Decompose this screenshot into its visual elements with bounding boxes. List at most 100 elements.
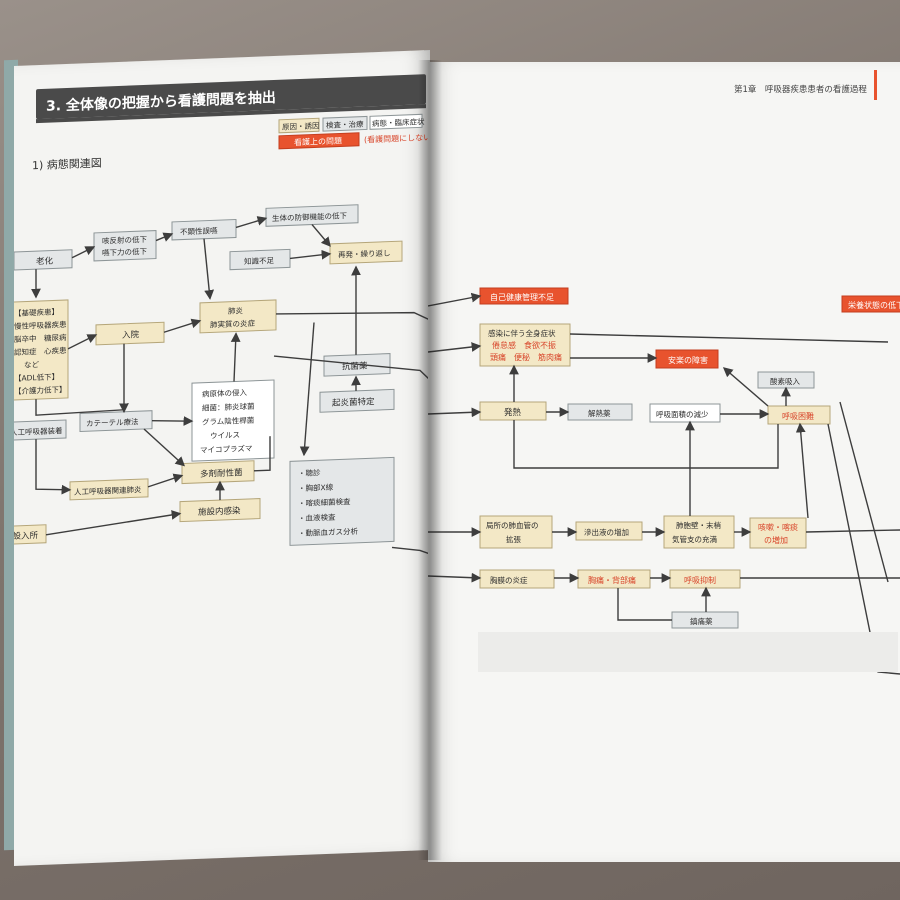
svg-text:頭痛 便秘 筋肉痛: 頭痛 便秘 筋肉痛 <box>490 352 562 362</box>
chapter-header: 第1章 呼吸器疾患患者の看護過程 <box>734 84 867 95</box>
svg-text:酸素吸入: 酸素吸入 <box>770 376 800 386</box>
legend-pathology: 病態・臨床症状 <box>372 116 425 128</box>
left-page: 3. 全体像の把握から看護問題を抽出 原因・誘因 検査・治療 病態・臨床症状 看… <box>0 50 450 866</box>
node-resistant: 多剤耐性菌 <box>181 460 255 485</box>
svg-text:拡張: 拡張 <box>506 534 521 544</box>
svg-text:感染に伴う全身症状: 感染に伴う全身症状 <box>488 328 556 338</box>
svg-text:マイコプラズマ: マイコプラズマ <box>200 443 252 455</box>
node-antipyretic: 解熱薬 <box>567 403 633 421</box>
node-capillary: 局所の肺血管の 拡張 <box>479 515 553 549</box>
legend-nursing-problem: 看護上の問題 <box>294 135 342 147</box>
svg-text:鎮痛薬: 鎮痛薬 <box>690 616 713 626</box>
node-admission: 入院 <box>95 321 165 346</box>
svg-text:呼吸面積の減少: 呼吸面積の減少 <box>656 409 709 419</box>
legend-cause: 原因・誘因 <box>282 120 319 131</box>
svg-text:不顕性誤嚥: 不顕性誤嚥 <box>180 225 218 236</box>
node-vap: 人工呼吸器関連肺炎 <box>69 478 149 501</box>
node-pathogen: 病原体の侵入 細菌：肺炎球菌 グラム陰性桿菌 ウイルス マイコプラズマ <box>191 379 275 462</box>
svg-text:ウイルス: ウイルス <box>210 430 240 440</box>
node-analgesic: 鎮痛薬 <box>671 611 739 629</box>
svg-text:多剤耐性菌: 多剤耐性菌 <box>200 467 242 480</box>
node-tests: ・聴診 ・胸部X線 ・喀痰細菌検査 ・血液検査 ・動脈血ガス分析 <box>289 456 395 546</box>
svg-text:気管支の充満: 気管支の充満 <box>672 534 717 544</box>
node-identify: 起炎菌特定 <box>319 388 395 413</box>
svg-text:抗菌薬: 抗菌薬 <box>342 360 368 372</box>
node-exudate: 滲出液の増加 <box>575 521 643 541</box>
section-banner: 3. 全体像の把握から看護問題を抽出 <box>36 74 426 124</box>
svg-text:【基礎疾患】: 【基礎疾患】 <box>14 306 59 318</box>
node-comfort: 安楽の障害 <box>655 349 719 369</box>
svg-text:滲出液の増加: 滲出液の増加 <box>584 527 629 537</box>
svg-text:生体の防御機能の低下: 生体の防御機能の低下 <box>272 210 347 223</box>
svg-text:病原体の侵入: 病原体の侵入 <box>202 387 247 399</box>
node-recurrence: 再発・繰り返し <box>329 240 403 265</box>
node-nutrition: 栄養状態の低下 <box>841 295 900 313</box>
node-oxygen: 酸素吸入 <box>757 371 815 389</box>
svg-text:慢性呼吸器疾患: 慢性呼吸器疾患 <box>14 319 67 331</box>
right-diagram: .arrow2{stroke:#3d3d3d;stroke-width:1.4;… <box>427 70 900 675</box>
svg-text:入院: 入院 <box>122 329 139 341</box>
svg-text:再発・繰り返し: 再発・繰り返し <box>338 248 390 260</box>
svg-text:脳卒中 糖尿病: 脳卒中 糖尿病 <box>14 332 67 344</box>
svg-text:人工呼吸器装着: 人工呼吸器装着 <box>14 425 62 437</box>
svg-text:知識不足: 知識不足 <box>244 255 274 266</box>
node-cough: 咳嗽・喀痰 の増加 <box>749 517 807 549</box>
node-alveoli: 呼吸面積の減少 <box>649 403 721 423</box>
svg-text:自己健康管理不足: 自己健康管理不足 <box>490 292 554 302</box>
svg-text:など: など <box>24 360 39 370</box>
svg-text:解熱薬: 解熱薬 <box>588 408 611 418</box>
svg-text:咳嗽・喀痰: 咳嗽・喀痰 <box>758 522 798 532</box>
node-reflex: 咳反射の低下 嚥下力の低下 <box>93 230 157 262</box>
svg-text:・喀痰細菌検査: ・喀痰細菌検査 <box>298 496 351 508</box>
svg-text:栄養状態の低下: 栄養状態の低下 <box>848 300 900 310</box>
legend: 原因・誘因 検査・治療 病態・臨床症状 看護上の問題 (看護問題にしないもの) <box>278 113 450 150</box>
svg-text:起炎菌特定: 起炎菌特定 <box>332 396 375 409</box>
node-ventilator: 人工呼吸器装着 <box>3 419 67 441</box>
svg-text:カテーテル療法: カテーテル療法 <box>86 416 139 428</box>
svg-text:肺実質の炎症: 肺実質の炎症 <box>210 318 255 330</box>
svg-text:呼吸困難: 呼吸困難 <box>782 411 814 421</box>
connectors <box>31 216 431 555</box>
chapter-tab <box>874 70 877 100</box>
book-spine <box>418 60 442 860</box>
svg-text:肺炎: 肺炎 <box>228 306 243 316</box>
svg-text:・聴診: ・聴診 <box>298 467 321 478</box>
node-pleuritis: 胸膜の炎症 <box>479 569 555 589</box>
svg-text:倦怠感 食欲不振: 倦怠感 食欲不振 <box>492 340 556 350</box>
node-congestion: 肺胞壁・末梢 気管支の充満 <box>663 515 735 549</box>
svg-text:グラム陰性桿菌: グラム陰性桿菌 <box>202 415 255 427</box>
right-page: .arrow2{stroke:#3d3d3d;stroke-width:1.4;… <box>427 62 900 862</box>
svg-text:胸膜の炎症: 胸膜の炎症 <box>490 575 528 585</box>
node-self-care: 自己健康管理不足 <box>479 287 569 305</box>
node-pneumonia: 肺炎 肺実質の炎症 <box>199 299 277 334</box>
svg-text:【ADL低下】: 【ADL低下】 <box>14 371 59 383</box>
svg-text:安楽の障害: 安楽の障害 <box>668 355 708 365</box>
svg-text:・動脈血ガス分析: ・動脈血ガス分析 <box>298 526 358 538</box>
svg-text:の増加: の増加 <box>764 535 788 545</box>
legend-treatment: 検査・治療 <box>326 119 364 130</box>
svg-text:・血液検査: ・血液検査 <box>298 512 336 523</box>
svg-text:【介護力低下】: 【介護力低下】 <box>14 384 66 396</box>
diagram-subtitle: 1) 病態関連図 <box>32 156 102 173</box>
node-chest-pain: 胸痛・背部痛 <box>577 569 651 589</box>
node-underlying: 【基礎疾患】 慢性呼吸器疾患 脳卒中 糖尿病 認知症 心疾患 など 【ADL低下… <box>7 299 69 401</box>
svg-text:局所の肺血管の: 局所の肺血管の <box>486 520 539 530</box>
svg-text:咳反射の低下: 咳反射の低下 <box>102 234 147 246</box>
svg-text:呼吸抑制: 呼吸抑制 <box>684 575 716 585</box>
node-defense: 生体の防御機能の低下 <box>265 204 359 227</box>
svg-text:発熱: 発熱 <box>504 407 522 418</box>
svg-text:人工呼吸器関連肺炎: 人工呼吸器関連肺炎 <box>74 484 142 497</box>
svg-text:肺胞壁・末梢: 肺胞壁・末梢 <box>676 520 721 530</box>
svg-text:胸痛・背部痛: 胸痛・背部痛 <box>588 575 636 585</box>
node-nosocomial: 施設内感染 <box>179 498 261 523</box>
svg-text:嚥下力の低下: 嚥下力の低下 <box>102 246 147 258</box>
node-fever: 発熱 <box>479 401 547 421</box>
svg-text:老化: 老化 <box>36 255 53 267</box>
svg-text:・胸部X線: ・胸部X線 <box>298 482 334 493</box>
node-aging: 老化 <box>13 249 73 271</box>
svg-text:認知症 心疾患: 認知症 心疾患 <box>14 345 67 357</box>
node-dyspnea: 呼吸困難 <box>767 405 831 425</box>
node-systemic: 感染に伴う全身症状 倦怠感 食欲不振 頭痛 便秘 筋肉痛 <box>479 323 571 367</box>
node-facility: 施設入所 <box>0 524 47 546</box>
node-catheter: カテーテル療法 <box>79 410 153 432</box>
